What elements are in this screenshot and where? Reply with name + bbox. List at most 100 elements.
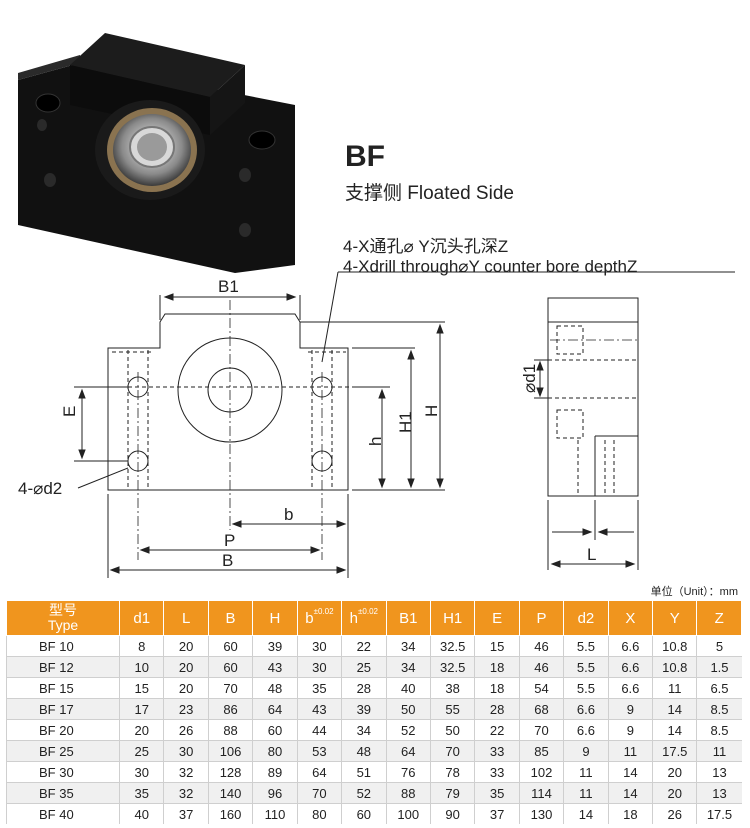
cell-d2: 11 [563, 782, 609, 804]
cell-b1: 52 [385, 719, 431, 741]
cell-h: 80 [252, 740, 298, 762]
cell-h1: 55 [429, 698, 475, 720]
cell-p: 70 [518, 719, 564, 741]
cell-h1: 38 [429, 677, 475, 699]
cell-h1: 78 [429, 761, 475, 783]
cell-d1: 20 [118, 719, 164, 741]
cell-b: 160 [207, 803, 253, 824]
cell-d2: 6.6 [563, 719, 609, 741]
cell-b: 60 [207, 635, 253, 657]
cell-b: 53 [296, 740, 342, 762]
label-E: E [60, 406, 79, 417]
cell-h1: 79 [429, 782, 475, 804]
cell-b1: 64 [385, 740, 431, 762]
cell-z: 8.5 [696, 719, 742, 741]
label-B: B [222, 551, 233, 570]
cell-b: 43 [296, 698, 342, 720]
cell-b: 44 [296, 719, 342, 741]
cell-h: 48 [341, 740, 387, 762]
cell-b1: 88 [385, 782, 431, 804]
unit-label: 单位（Unit）：mm [650, 586, 738, 598]
cell-y: 14 [652, 719, 697, 741]
col-Y: Y [652, 600, 698, 636]
cell-d1: 40 [118, 803, 164, 824]
cell-d2: 11 [563, 761, 609, 783]
cell-y: 20 [652, 761, 697, 783]
cell-e: 33 [474, 740, 520, 762]
cell-l: 20 [163, 635, 209, 657]
cell-p: 102 [518, 761, 564, 783]
cell-p: 46 [518, 656, 564, 678]
cell-z: 1.5 [696, 656, 742, 678]
col-B: B [207, 600, 254, 636]
cell-type: BF 15 [6, 677, 120, 699]
cell-z: 13 [696, 761, 742, 783]
cell-l: 23 [163, 698, 209, 720]
cell-b: 35 [296, 677, 342, 699]
cell-x: 6.6 [607, 677, 653, 699]
cell-type: BF 10 [6, 635, 120, 657]
cell-e: 33 [474, 761, 520, 783]
cell-d1: 15 [118, 677, 164, 699]
cell-e: 28 [474, 698, 520, 720]
cell-type: BF 20 [6, 719, 120, 741]
cell-h: 60 [341, 803, 387, 824]
col-H: H [252, 600, 298, 636]
cell-d1: 8 [118, 635, 164, 657]
cell-z: 11 [696, 740, 742, 762]
cell-x: 18 [607, 803, 653, 824]
cell-type: BF 17 [6, 698, 120, 720]
cell-h: 34 [341, 719, 387, 741]
cell-z: 17.5 [696, 803, 742, 824]
col-d2: d2 [563, 600, 609, 636]
cell-h: 43 [252, 656, 298, 678]
cell-e: 35 [474, 782, 520, 804]
cell-l: 32 [163, 761, 209, 783]
table-header-row: 型号 Type d1 L B H b±0.02 h±0.02 B1 H1 E P… [6, 600, 742, 636]
cell-h: 96 [252, 782, 298, 804]
col-E: E [474, 600, 520, 636]
hole-note-cn: 4-X通孔⌀ Y沉头孔深Z [343, 237, 509, 256]
cell-d2: 6.6 [563, 698, 609, 720]
product-subtitle: 支撑侧 Floated Side [345, 183, 514, 204]
cell-l: 37 [163, 803, 209, 824]
cell-b1: 50 [385, 698, 431, 720]
cell-h1: 90 [429, 803, 475, 824]
cell-h: 89 [252, 761, 298, 783]
cell-h: 28 [341, 677, 387, 699]
technical-drawing: B1 E 4-⌀d2 h H1 H b P B ⌀d1 L [18, 271, 735, 578]
cell-l: 30 [163, 740, 209, 762]
col-h-tolerance: ±0.02 [358, 606, 378, 616]
col-h-label: h [349, 609, 358, 627]
cell-z: 13 [696, 782, 742, 804]
col-b-tolerance: ±0.02 [313, 606, 334, 616]
cell-b: 80 [296, 803, 342, 824]
col-type-cn: 型号 [49, 602, 77, 618]
col-L: L [163, 600, 209, 636]
cell-p: 114 [518, 782, 564, 804]
cell-y: 14 [652, 698, 697, 720]
cell-y: 17.5 [652, 740, 697, 762]
cell-y: 26 [652, 803, 697, 824]
cell-h: 64 [252, 698, 298, 720]
cell-type: BF 25 [6, 740, 120, 762]
cell-p: 46 [518, 635, 564, 657]
cell-type: BF 40 [6, 803, 120, 824]
cell-y: 11 [652, 677, 697, 699]
cell-d2: 5.5 [563, 677, 609, 699]
cell-x: 6.6 [607, 656, 653, 678]
cell-x: 14 [607, 761, 653, 783]
col-d1: d1 [118, 600, 165, 636]
cell-x: 9 [607, 719, 653, 741]
cell-d2: 9 [563, 740, 609, 762]
cell-l: 26 [163, 719, 209, 741]
